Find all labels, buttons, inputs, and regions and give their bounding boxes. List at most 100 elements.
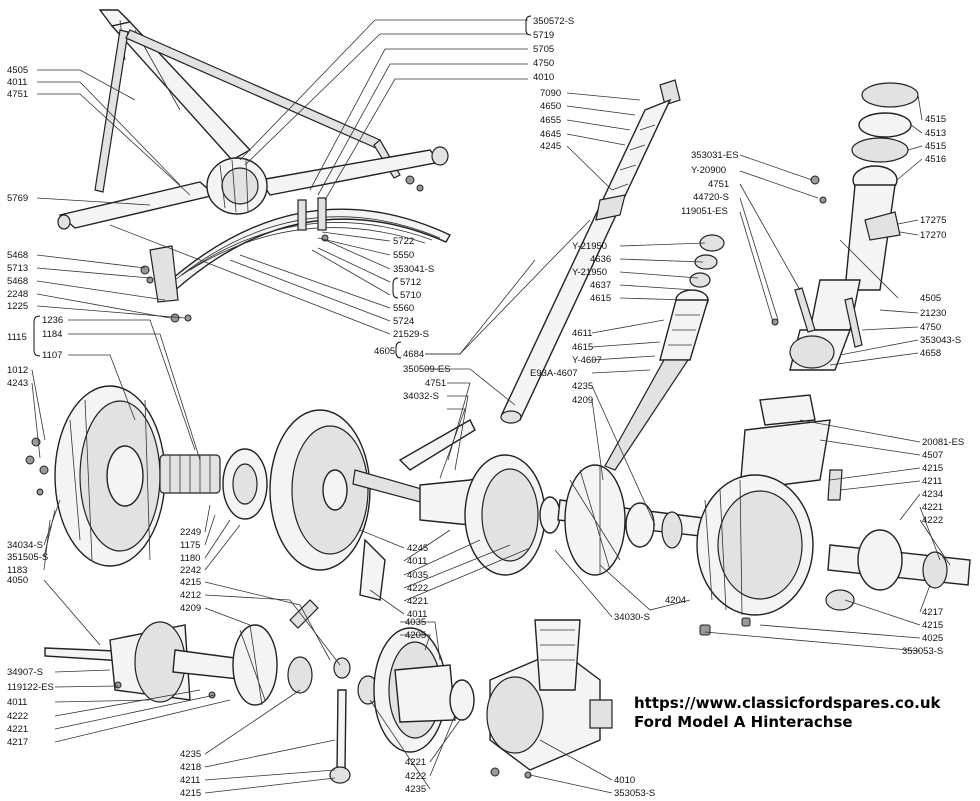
callout-label: 1175: [180, 540, 200, 551]
callout-label: 4211: [922, 476, 942, 487]
callout-label: 4205: [405, 630, 426, 641]
callout-label: 353041-S: [393, 264, 434, 275]
callout-label: 5719: [533, 30, 554, 41]
pinion-shaft-illustration: [604, 234, 725, 471]
callout-label: 4750: [920, 322, 941, 333]
callout-label: 1115: [7, 332, 27, 343]
callout-label: 4011: [7, 697, 27, 708]
callout-label: 4217: [7, 737, 28, 748]
callout-label: 5724: [393, 316, 414, 327]
callout-label: 4215: [922, 463, 943, 474]
callout-label: 4035: [407, 570, 428, 581]
callout-label: 34034-S: [7, 540, 43, 551]
drive-shaft-illustration: [500, 79, 681, 424]
callout-label: 353031-ES: [691, 150, 739, 161]
callout-label: 4209: [180, 603, 201, 614]
callout-label: 4211: [180, 775, 200, 786]
callout-label: 4658: [920, 348, 941, 359]
callout-label: 4218: [180, 762, 201, 773]
callout-label: 5722: [393, 236, 414, 247]
callout-label: 5710: [400, 290, 421, 301]
callout-label: 4222: [405, 771, 426, 782]
callout-label: 20081-ES: [922, 437, 964, 448]
callout-label: 5468: [7, 250, 28, 261]
callout-label: 4212: [180, 590, 201, 601]
callout-brace-5710: [392, 277, 399, 299]
callout-label: Y-4607: [572, 355, 602, 366]
callout-label: 4235: [405, 784, 426, 795]
callout-label: 34032-S: [403, 391, 439, 402]
callout-brace-4605: [395, 341, 402, 359]
callout-label: 4011: [407, 556, 427, 567]
callout-label: 1180: [180, 553, 200, 564]
callout-label: 5468: [7, 276, 28, 287]
callout-labels: 350572-S 5719 5705 4750 4010 7090 4650 4…: [7, 16, 964, 799]
callout-label: 353053-S: [902, 646, 943, 657]
callout-label: 5712: [400, 277, 421, 288]
callout-label: 4650: [540, 101, 561, 112]
callout-label: 5560: [393, 303, 414, 314]
callout-label: 350572-S: [533, 16, 574, 27]
callout-label: 4221: [407, 596, 428, 607]
callout-label: 353043-S: [920, 335, 961, 346]
callout-label: 4215: [180, 577, 201, 588]
callout-label: 21230: [920, 308, 946, 319]
diagram-title: Ford Model A Hinterachse: [634, 713, 853, 731]
callout-leader-lines: [31, 19, 951, 794]
hub-bearing-illustration: [159, 448, 268, 520]
callout-label: 34030-S: [614, 612, 650, 623]
callout-label: 4751: [7, 89, 28, 100]
callout-label: E93A-4607: [530, 368, 578, 379]
callout-label: 7090: [540, 88, 561, 99]
callout-label: 17275: [920, 215, 946, 226]
callout-label: 4245: [407, 543, 428, 554]
callout-label: 4637: [590, 280, 611, 291]
callout-label: 4611: [572, 328, 592, 339]
differential-carrier-illustration: [486, 619, 613, 779]
callout-label: 2242: [180, 565, 201, 576]
brake-drum-illustration: [25, 385, 166, 567]
callout-label: 119122-ES: [7, 682, 54, 693]
callout-label: 4010: [533, 72, 554, 83]
callout-label: 4222: [407, 583, 428, 594]
callout-label: 4615: [572, 342, 593, 353]
callout-label: 34907-S: [7, 667, 43, 678]
callout-label: 4217: [922, 607, 943, 618]
callout-label: 4010: [614, 775, 635, 786]
callout-brace-1115: [33, 315, 41, 357]
callout-label: 4235: [180, 749, 201, 760]
callout-label: 4636: [590, 254, 611, 265]
callout-label: 1236: [42, 315, 63, 326]
callout-label: 1107: [42, 350, 62, 361]
callout-label: Y-21950: [572, 267, 607, 278]
callout-label: 44720-S: [693, 192, 729, 203]
website-url: https://www.classicfordspares.co.uk: [634, 694, 941, 712]
callout-label: 4221: [7, 724, 28, 735]
callout-label: Y-20900: [691, 165, 726, 176]
callout-label: 4645: [540, 129, 561, 140]
rear-axle-shaft-illustration: [44, 599, 319, 706]
callout-label: 4615: [590, 293, 611, 304]
axle-housing-assembly-illustration: [57, 9, 451, 323]
callout-label: 4011: [407, 609, 427, 620]
callout-label: 4507: [922, 450, 943, 461]
callout-label: 5705: [533, 44, 554, 55]
callout-label: 2248: [7, 289, 28, 300]
callout-label: 4684: [403, 349, 424, 360]
callout-label: 4222: [922, 515, 943, 526]
callout-label: 1225: [7, 301, 28, 312]
callout-label: 5713: [7, 263, 28, 274]
callout-label: 4221: [922, 502, 943, 513]
callout-label: 4215: [180, 788, 201, 799]
callout-label: 4215: [922, 620, 943, 631]
callout-label: 350509-ES: [403, 364, 451, 375]
callout-label: 4209: [572, 395, 593, 406]
callout-label: 4655: [540, 115, 561, 126]
callout-label: 351505-S: [7, 552, 48, 563]
callout-label: 5550: [393, 250, 414, 261]
callout-label: 4505: [7, 65, 28, 76]
callout-label: 4513: [925, 128, 946, 139]
callout-label: 4245: [540, 141, 561, 152]
callout-label: 2249: [180, 527, 201, 538]
